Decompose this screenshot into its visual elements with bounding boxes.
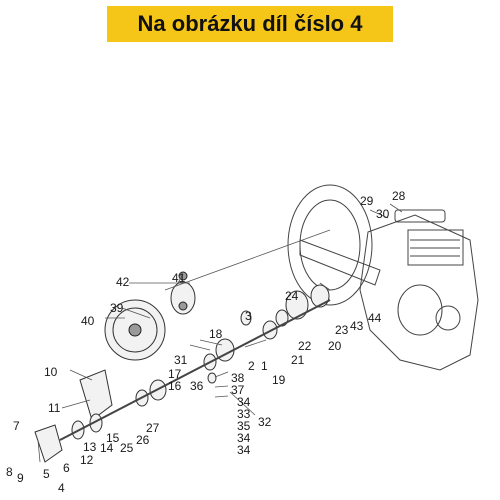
cylinder-block — [407, 229, 464, 266]
callout-27: 27 — [146, 421, 160, 435]
bracket-part — [79, 369, 113, 421]
hub-carrier-part — [170, 281, 196, 315]
callout-28: 28 — [392, 189, 406, 203]
callout-6: 6 — [63, 461, 70, 475]
callout-23: 23 — [335, 323, 349, 337]
callout-12: 12 — [80, 453, 94, 467]
callout-31: 31 — [174, 353, 188, 367]
callout-15: 15 — [106, 431, 120, 445]
ring-gear-part — [310, 284, 330, 308]
callout-13: 13 — [83, 440, 97, 454]
clutch-cover — [397, 284, 443, 336]
callout-7: 7 — [13, 419, 20, 433]
engine-case — [359, 214, 479, 371]
title-banner: Na obrázku díl číslo 4 — [107, 6, 393, 42]
callout-40: 40 — [81, 314, 95, 328]
callout-44: 44 — [368, 311, 382, 325]
caliper-part — [34, 424, 63, 463]
callout-22: 22 — [298, 339, 312, 353]
callout-37: 37 — [231, 383, 245, 397]
callout-21: 21 — [291, 353, 305, 367]
crank-cover — [435, 305, 461, 331]
callout-9: 9 — [17, 471, 24, 485]
callout-10: 10 — [44, 365, 58, 379]
swing-arm — [299, 239, 381, 286]
callout-14: 14 — [100, 441, 114, 455]
callout-1: 1 — [261, 359, 268, 373]
callout-33: 33 — [237, 407, 251, 421]
callout-36: 36 — [190, 379, 204, 393]
callout-17: 17 — [168, 367, 182, 381]
callout-2: 2 — [248, 359, 255, 373]
callout-34-lower: 34 — [237, 431, 251, 445]
callout-43: 43 — [350, 319, 364, 333]
leader-lines — [37, 203, 403, 463]
callout-11: 11 — [48, 401, 61, 415]
axle-line — [59, 299, 331, 441]
rear-wheel-inner — [299, 199, 361, 291]
exploded-parts — [34, 229, 331, 463]
callout-24: 24 — [285, 289, 299, 303]
sprocket-hub — [128, 323, 142, 337]
callout-16: 16 — [168, 379, 182, 393]
callout-42: 42 — [116, 275, 130, 289]
gear-part — [285, 290, 309, 320]
callout-5: 5 — [43, 467, 50, 481]
callout-38: 38 — [231, 371, 245, 385]
callout-35: 35 — [237, 419, 251, 433]
callout-26: 26 — [136, 433, 150, 447]
callout-34-bottom: 34 — [237, 443, 251, 457]
callout-41: 41 — [172, 271, 186, 285]
callout-29: 29 — [360, 194, 374, 208]
callout-labels: 1 2 3 4 5 6 7 8 9 10 11 12 13 14 15 16 1… — [6, 189, 406, 495]
callout-8: 8 — [6, 465, 13, 479]
callout-4: 4 — [58, 481, 65, 495]
callout-32: 32 — [258, 415, 272, 429]
callout-39: 39 — [110, 301, 124, 315]
callout-20: 20 — [328, 339, 342, 353]
shock-absorber — [394, 209, 446, 223]
callout-19: 19 — [272, 373, 286, 387]
callout-25: 25 — [120, 441, 134, 455]
banner-text: Na obrázku díl číslo 4 — [137, 11, 363, 36]
callout-34: 34 — [237, 395, 251, 409]
callout-3: 3 — [245, 309, 252, 323]
callout-30: 30 — [376, 207, 390, 221]
callout-18: 18 — [209, 327, 223, 341]
